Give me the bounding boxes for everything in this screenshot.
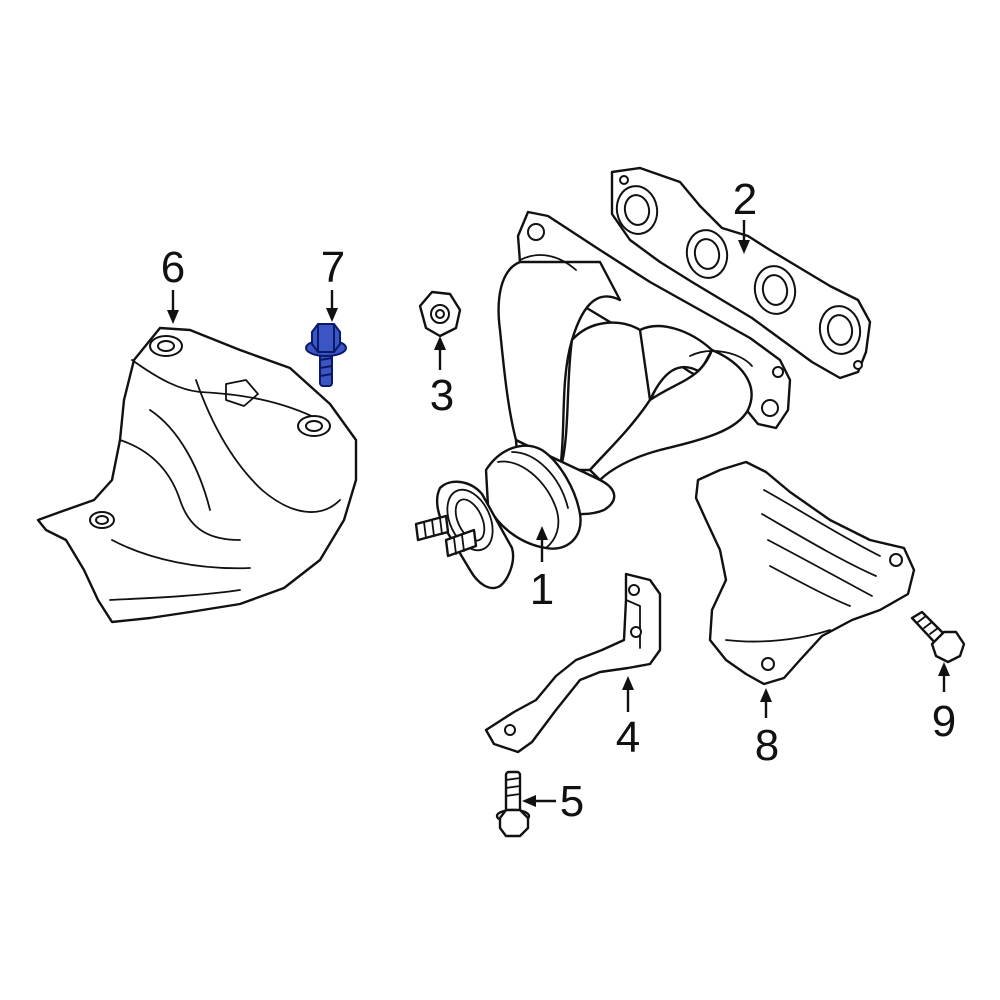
callout-labels: 1 2 3 4 5 6 7 8 9 bbox=[161, 175, 956, 826]
callout-8: 8 bbox=[755, 721, 779, 770]
bolt-part-7[interactable] bbox=[305, 323, 347, 387]
heat-shield-part-8[interactable] bbox=[694, 460, 916, 686]
bolt-head bbox=[311, 323, 341, 353]
callout-3: 3 bbox=[430, 371, 454, 420]
callout-6: 6 bbox=[161, 243, 185, 292]
leaders bbox=[167, 220, 950, 807]
manifold-part-1[interactable] bbox=[414, 210, 792, 590]
gasket-part-2[interactable] bbox=[610, 166, 872, 380]
callout-5: 5 bbox=[560, 777, 584, 826]
heat-shield-part-6[interactable] bbox=[36, 326, 358, 624]
callout-2: 2 bbox=[733, 175, 757, 224]
bracket-part-4[interactable] bbox=[484, 572, 662, 754]
callout-4: 4 bbox=[616, 713, 640, 762]
callout-7: 7 bbox=[321, 243, 345, 292]
callout-1: 1 bbox=[530, 565, 554, 614]
bolt-part-5[interactable] bbox=[495, 770, 531, 838]
callout-9: 9 bbox=[932, 697, 956, 746]
bolt-part-9[interactable] bbox=[910, 610, 966, 664]
nut-part-3[interactable] bbox=[418, 290, 462, 338]
bolt-shank bbox=[319, 351, 333, 387]
